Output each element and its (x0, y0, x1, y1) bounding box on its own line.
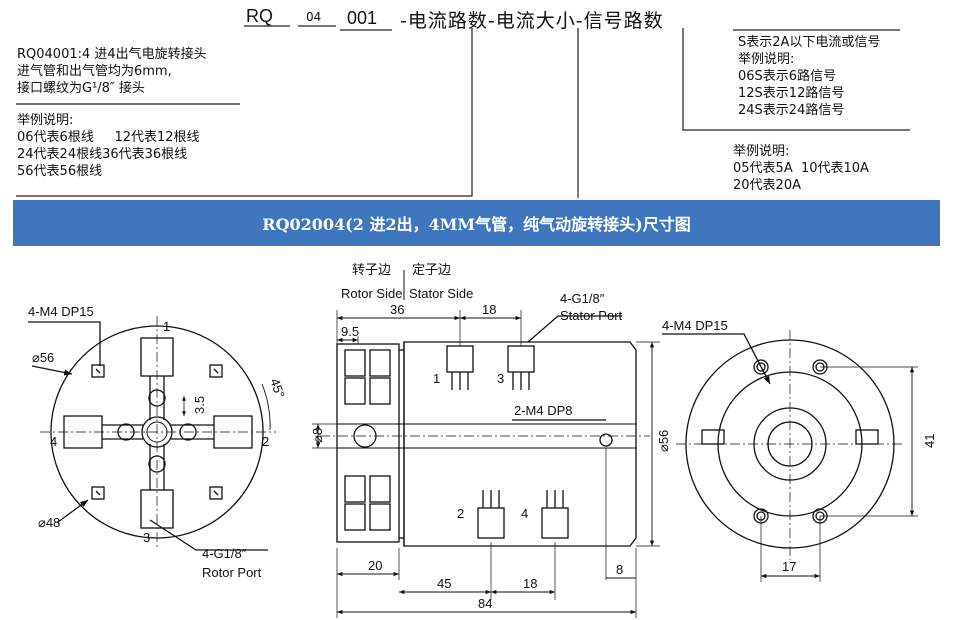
dim-17: 17 (782, 559, 796, 574)
rotor-side-cn: 转子边 (352, 262, 391, 277)
dim-8: 8 (616, 562, 623, 577)
signal-line3: 24S表示24路信号 (738, 103, 845, 118)
left-examples: 举例说明: 06代表6根线 12代表12根线 24代表24根线36代表36根线 … (17, 112, 200, 180)
rotor-d35-label: 3.5 (192, 396, 207, 414)
example-line1: 06代表6根线 12代表12根线 (17, 130, 200, 145)
right-signal-notes: S表示2A以下电流或信号 举例说明: 06S表示6路信号 12S表示12路信号 … (738, 34, 880, 119)
stator-m4-label: 4-M4 DP15 (662, 318, 728, 333)
note-line2: 进气管和出气管均为6mm, (17, 64, 172, 79)
dim-d8: ⌀8 (310, 428, 325, 443)
example-line3: 56代表56根线 (17, 164, 103, 179)
stator-port-size: 4-G1/8″ (560, 291, 605, 306)
signal-title: S表示2A以下电流或信号 (738, 35, 881, 50)
rotor-m4-label: 4-M4 DP15 (28, 304, 94, 319)
side-view-labels: 转子边 定子边 Rotor Side Stator Side 36 18 9.5… (310, 262, 671, 611)
side-port-1: 1 (433, 371, 440, 386)
rotor-d48-label: ⌀48 (38, 515, 60, 530)
port-4-label: 4 (50, 434, 57, 449)
code-leader-lines (16, 25, 910, 198)
rotor-port-name: Rotor Port (202, 565, 262, 580)
dim-20: 20 (368, 558, 382, 573)
rotor-angle-label: 45° (267, 376, 288, 400)
rotor-d56-label: ⌀56 (32, 350, 54, 365)
dim-41: 41 (922, 434, 937, 448)
stator-side-en: Stator Side (409, 286, 473, 301)
rotor-port-size: 4-G1/8″ (202, 546, 247, 561)
dim-9-5: 9.5 (341, 324, 359, 339)
rotor-end-view-labels: 4-M4 DP15 ⌀56 ⌀48 3.5 45° 1 2 3 4 4-G1/8… (28, 304, 288, 580)
current-title: 举例说明: (733, 144, 790, 159)
dim-84: 84 (478, 596, 492, 611)
current-line1: 05代表5A 10代表10A (733, 161, 869, 176)
current-line2: 20代表20A (733, 178, 801, 193)
dim-36: 36 (390, 302, 404, 317)
port-1-label: 1 (163, 319, 170, 334)
stator-end-view (662, 330, 918, 582)
note-line3: 接口螺纹为G¹/8″ 接头 (17, 81, 145, 96)
model-prefix: RQ (246, 6, 273, 26)
example-line2: 24代表24根线36代表36根线 (17, 147, 188, 162)
dim-18-bottom: 18 (523, 576, 537, 591)
m4-dp8-label: 2-M4 DP8 (514, 403, 573, 418)
dim-18-top: 18 (482, 302, 496, 317)
side-port-3: 3 (497, 371, 504, 386)
stator-port-name: Stator Port (560, 308, 623, 323)
side-port-4: 4 (521, 506, 528, 521)
side-port-2: 2 (457, 506, 464, 521)
right-current-notes: 举例说明: 05代表5A 10代表10A 20代表20A (733, 143, 869, 194)
stator-side-cn: 定子边 (412, 262, 451, 277)
signal-example-title: 举例说明: (738, 52, 795, 67)
model-inlet: 04 (306, 10, 322, 24)
signal-line2: 12S表示12路信号 (738, 86, 845, 101)
port-3-label: 3 (143, 530, 150, 545)
left-notes: RQ04001:4 进4出气电旋转接头 进气管和出气管均为6mm, 接口螺纹为G… (17, 46, 207, 97)
example-title: 举例说明: (17, 113, 74, 128)
port-2-label: 2 (262, 434, 269, 449)
model-suffix: -电流路数-电流大小-信号路数 (400, 10, 664, 32)
stator-end-view-labels: 4-M4 DP15 41 17 (662, 318, 937, 574)
note-line1: RQ04001:4 进4出气电旋转接头 (17, 47, 207, 62)
model-outlet: 001 (347, 8, 378, 28)
side-view (312, 270, 660, 618)
signal-line1: 06S表示6路信号 (738, 69, 837, 84)
title-banner: RQ02004(2 进2出，4MM气管，纯气动旋转接头)尺寸图 (13, 200, 940, 246)
rotor-side-en: Rotor Side (341, 286, 402, 301)
dim-45: 45 (437, 576, 451, 591)
dim-d56: ⌀56 (656, 430, 671, 452)
rotor-end-view (28, 316, 276, 551)
